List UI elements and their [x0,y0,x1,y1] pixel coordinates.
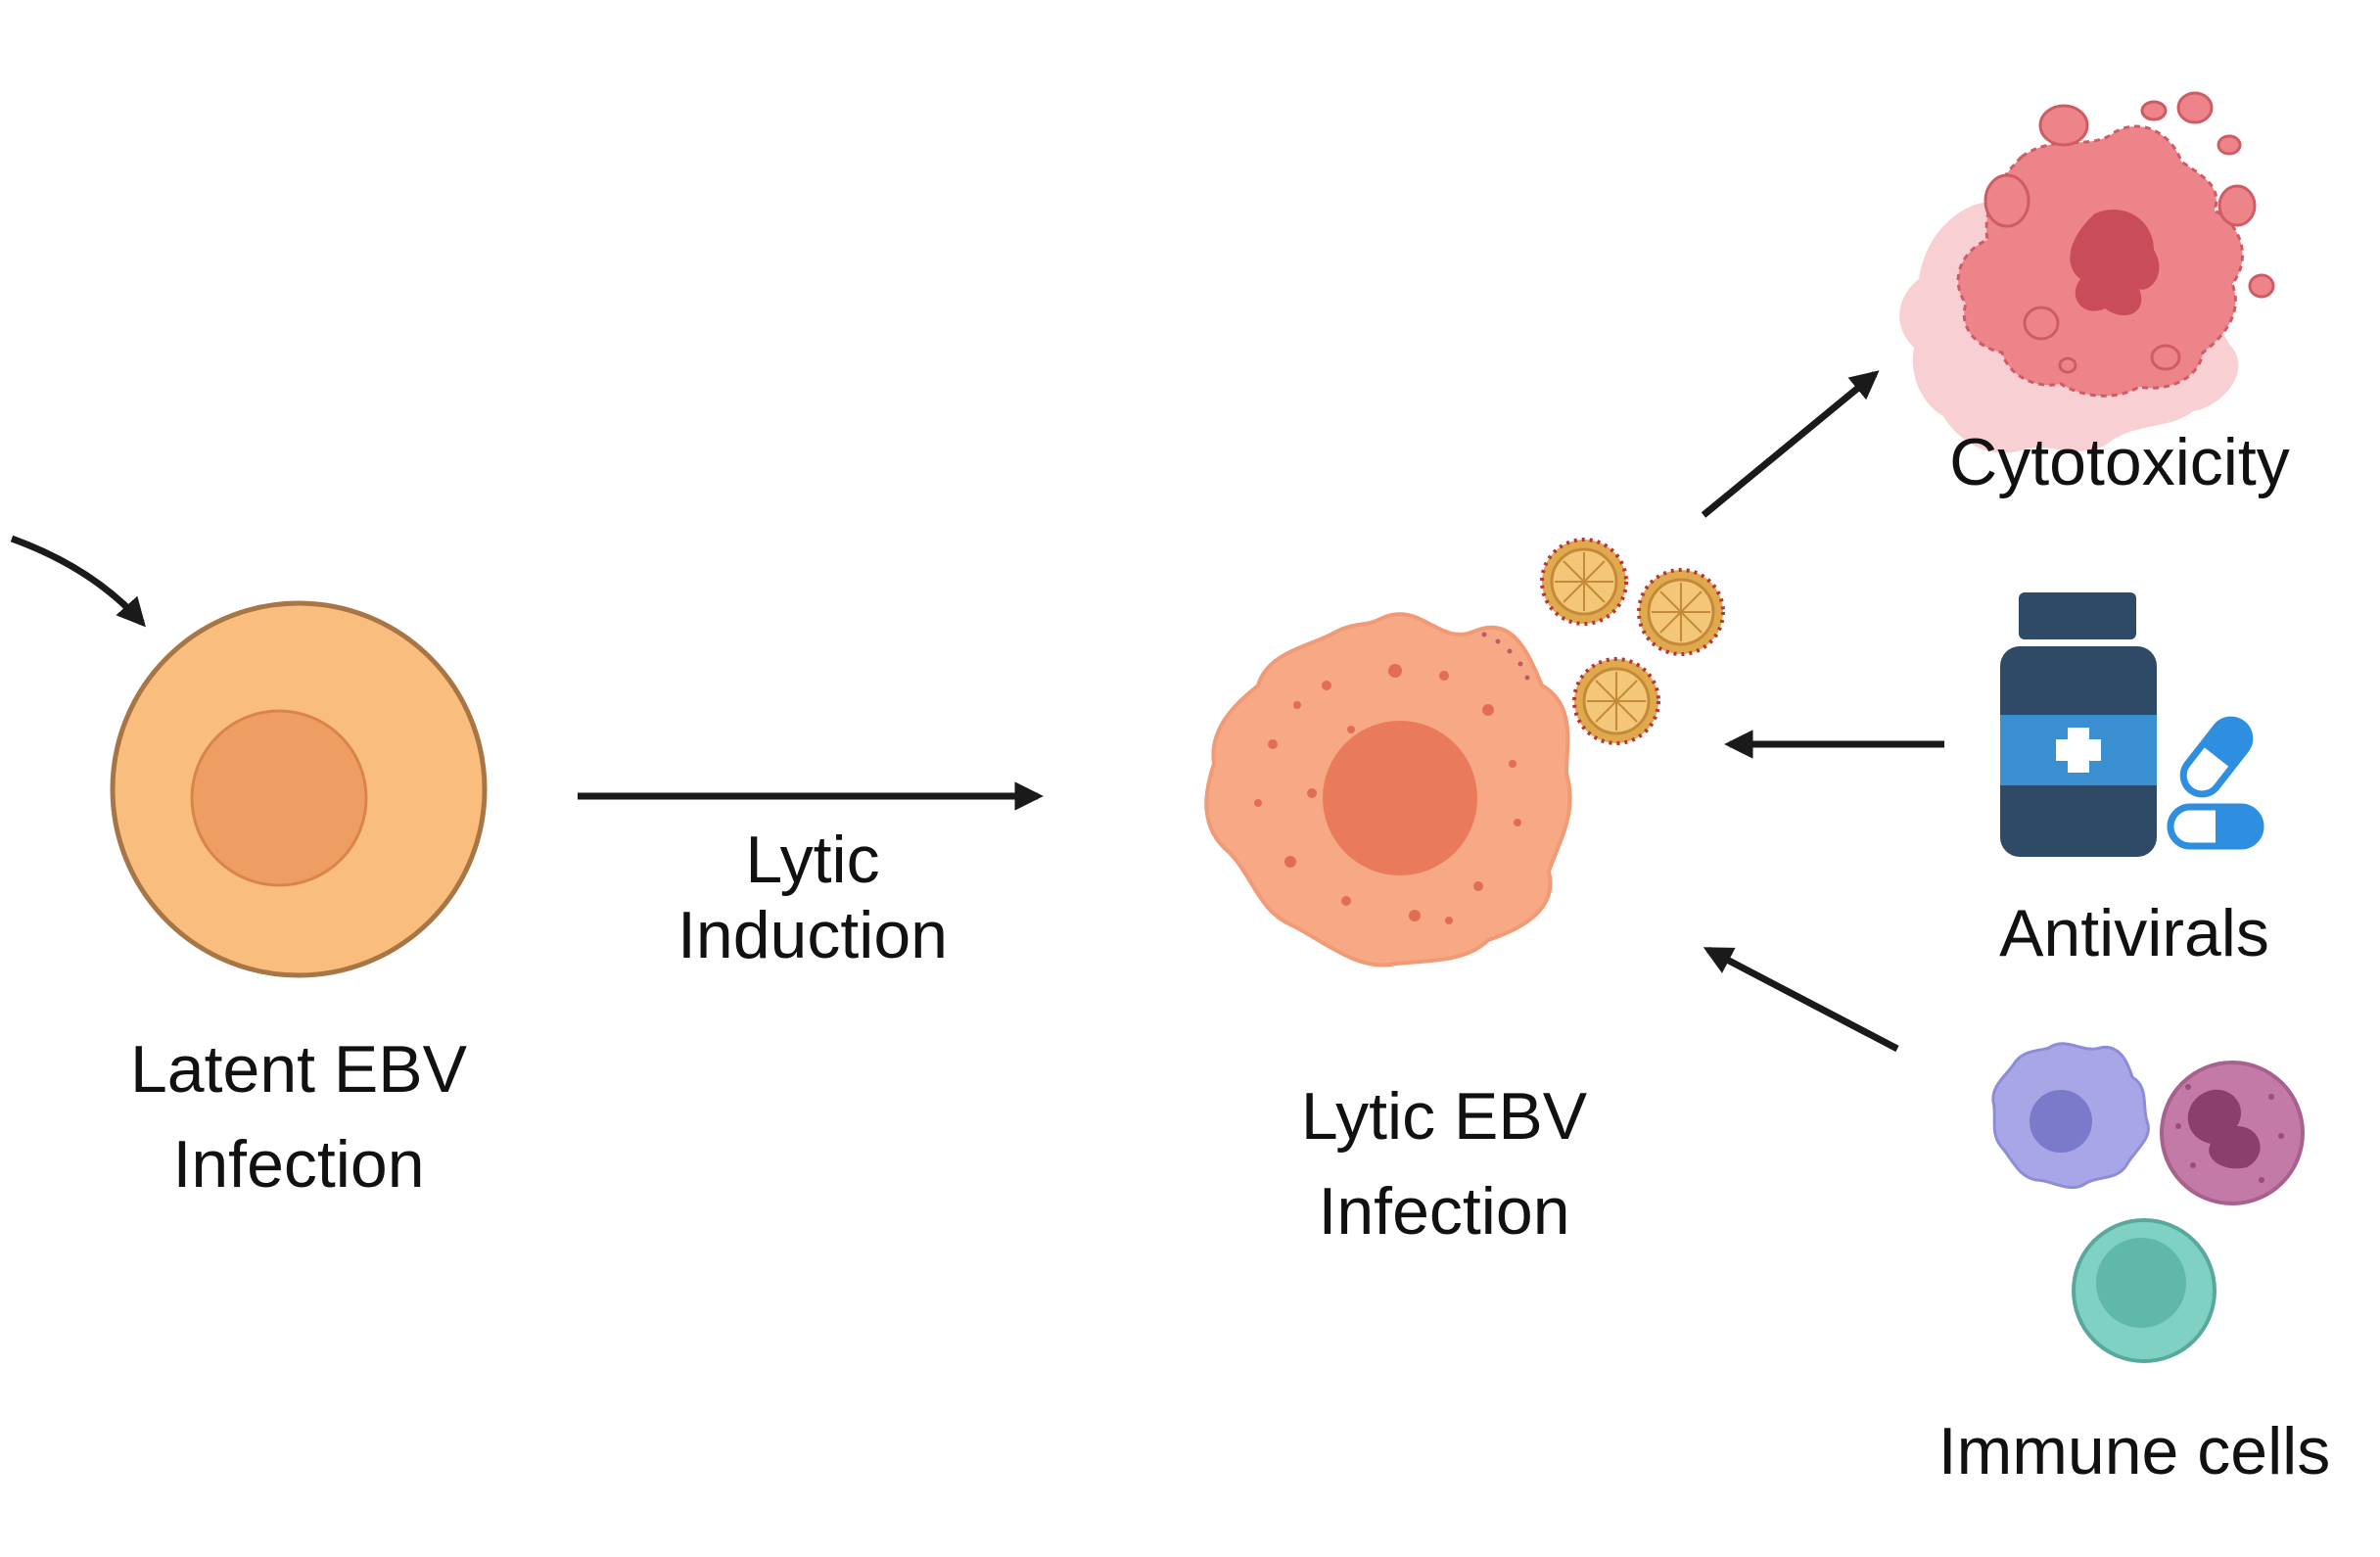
latent-infection-label: Latent EBV Infection [129,1032,468,1202]
cytotoxicity-label: Cytotoxicity [1949,425,2290,499]
latent-cell-icon [110,600,488,978]
virus-particles-icon [1540,538,1725,745]
medicine-bottle-icon [2000,592,2157,857]
immune-cells-label: Immune cells [1937,1414,2331,1488]
dying-cell-icon [1899,91,2275,453]
cytotoxicity-arrow [1701,370,1880,518]
lytic-cell-icon [1204,612,1572,967]
immune-cells-arrow [1703,946,1899,1053]
lytic-induction-label: Lytic Induction [677,823,948,972]
antivirals-label: Antivirals [1999,896,2269,970]
lytic-infection-label: Lytic EBV Infection [1300,1079,1588,1249]
capsule-icon [2167,716,2264,850]
immune-cells-icon [1991,1042,2305,1363]
incoming-arrow [10,535,146,628]
